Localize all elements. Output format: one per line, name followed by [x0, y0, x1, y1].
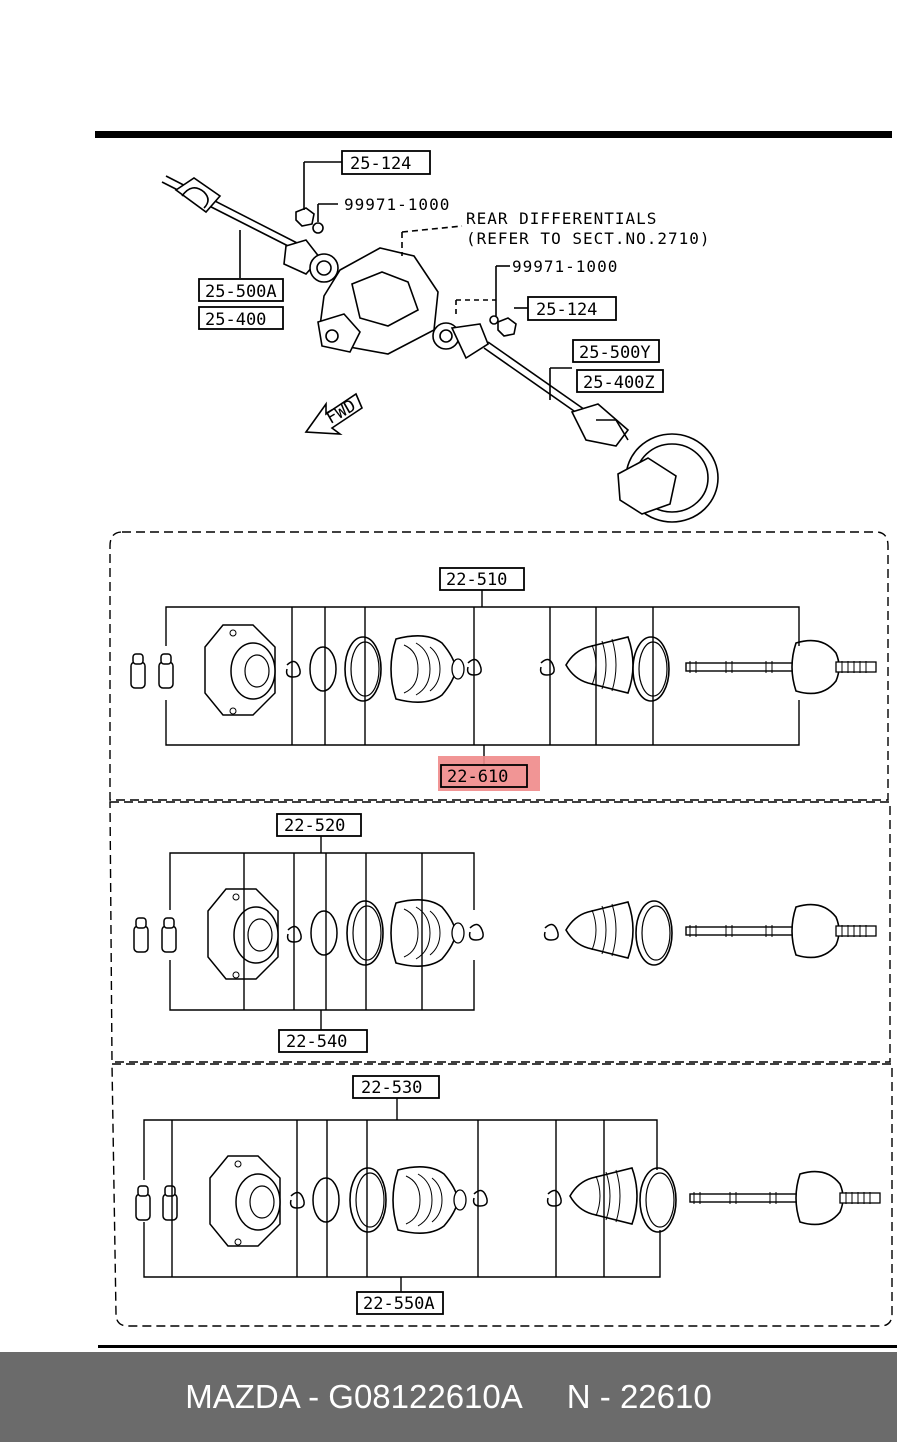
footer-brand-part: MAZDA - G08122610A [185, 1378, 523, 1415]
label-shaft-right-2: 25-400Z [583, 373, 655, 393]
section1-drawing [130, 588, 877, 764]
label-washer-left: 99971-1000 [344, 195, 450, 214]
label-rear-differentials: REAR DIFFERENTIALS [466, 209, 657, 228]
label-washer-right: 99971-1000 [512, 257, 618, 276]
section2-drawing [133, 835, 877, 1030]
label-22-610: 22-610 [447, 767, 508, 787]
section3-drawing [135, 1098, 881, 1293]
section-frames [109, 531, 893, 1327]
label-nut-right: 25-124 [536, 300, 597, 320]
label-shaft-left-2: 25-400 [205, 310, 266, 330]
part-number-footer: MAZDA - G08122610A N - 22610 [0, 1352, 897, 1442]
label-refer-to-sect: (REFER TO SECT.NO.2710) [466, 229, 711, 248]
top-label-boxes [198, 150, 664, 393]
label-nut-left: 25-124 [350, 154, 411, 174]
highlight-22-610 [438, 756, 540, 791]
footer-code: N - 22610 [566, 1378, 712, 1415]
label-shaft-left-1: 25-500A [205, 282, 277, 302]
label-22-520: 22-520 [284, 816, 345, 836]
bottom-rule [98, 1345, 897, 1348]
label-22-530: 22-530 [361, 1078, 422, 1098]
rear-axle-assembly-drawing [161, 161, 719, 523]
label-22-550A: 22-550A [363, 1294, 435, 1314]
parts-diagram: 25-124 99971-1000 REAR DIFFERENTIALS (RE… [95, 131, 897, 1348]
label-22-540: 22-540 [286, 1032, 347, 1052]
top-rule [95, 131, 892, 138]
label-22-510: 22-510 [446, 570, 507, 590]
label-shaft-right-1: 25-500Y [579, 343, 651, 363]
